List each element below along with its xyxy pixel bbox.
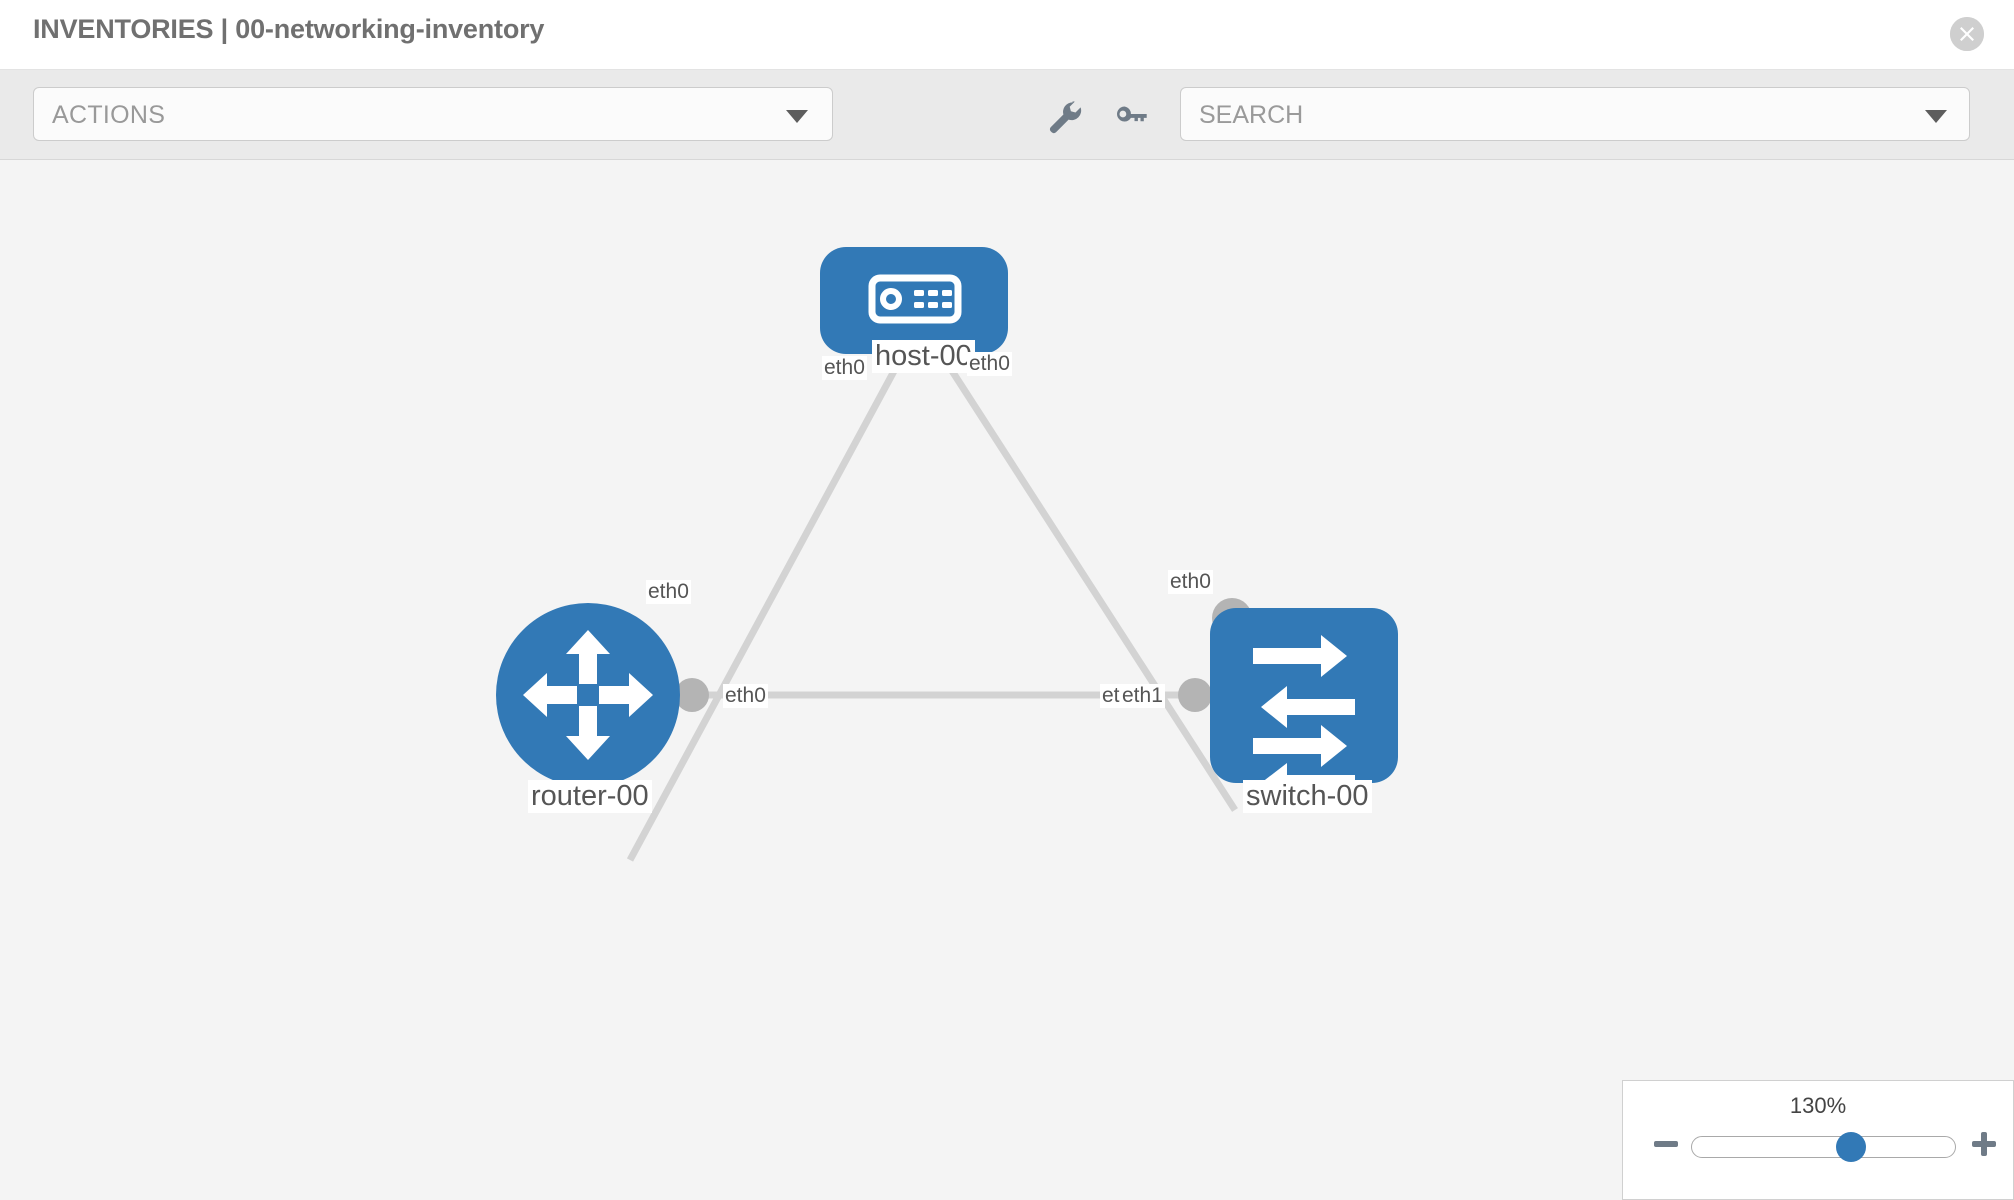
iface-label-router-right[interactable]: eth0 bbox=[723, 684, 768, 708]
key-icon[interactable] bbox=[1110, 96, 1150, 136]
iface-label-switch-up[interactable]: eth0 bbox=[1168, 570, 1213, 594]
node-host-00 bbox=[820, 247, 1008, 354]
iface-label-host-right[interactable]: eth0 bbox=[967, 352, 1012, 376]
wrench-icon[interactable] bbox=[1043, 96, 1083, 136]
chevron-down-icon[interactable] bbox=[1925, 110, 1947, 123]
iface-label-router-up[interactable]: eth0 bbox=[646, 580, 691, 604]
close-icon[interactable] bbox=[1950, 17, 1984, 51]
actions-select[interactable]: ACTIONS bbox=[33, 87, 833, 141]
connector-router-right bbox=[675, 678, 709, 712]
search-placeholder: SEARCH bbox=[1199, 101, 1304, 129]
topology-edges bbox=[626, 358, 1238, 862]
connector-switch-left bbox=[1178, 678, 1212, 712]
zoom-slider-thumb[interactable] bbox=[1836, 1132, 1867, 1162]
page-title: INVENTORIES | 00-networking-inventory bbox=[33, 14, 545, 44]
node-label-switch[interactable]: switch-00 bbox=[1243, 780, 1372, 813]
host-icon bbox=[868, 274, 962, 324]
link-host-router bbox=[626, 358, 904, 862]
topology-canvas[interactable]: host-00 router-00 switch-00 eth0 eth0 et… bbox=[0, 160, 2014, 1200]
iface-label-switch-left[interactable]: eth1 bbox=[1120, 684, 1165, 708]
search-input[interactable]: SEARCH bbox=[1180, 87, 1970, 141]
topology-connectors bbox=[675, 324, 1252, 712]
plus-icon[interactable] bbox=[1969, 1129, 1999, 1159]
chevron-down-icon bbox=[786, 110, 808, 123]
minus-icon[interactable] bbox=[1651, 1129, 1681, 1159]
link-host-switch bbox=[942, 358, 1238, 812]
node-router-00 bbox=[496, 603, 680, 787]
zoom-control-panel: 130% bbox=[1622, 1080, 2014, 1200]
toolbar: ACTIONS SEARCH bbox=[0, 70, 2014, 160]
node-switch-00 bbox=[1210, 608, 1398, 804]
topology-graph bbox=[496, 247, 1398, 862]
node-label-router[interactable]: router-00 bbox=[528, 780, 652, 813]
page-header: INVENTORIES | 00-networking-inventory bbox=[0, 0, 2014, 70]
zoom-slider[interactable] bbox=[1691, 1132, 1956, 1162]
node-label-host[interactable]: host-00 bbox=[872, 340, 975, 373]
actions-select-label: ACTIONS bbox=[52, 101, 166, 129]
router-icon bbox=[523, 630, 653, 760]
iface-label-host-left[interactable]: eth0 bbox=[822, 356, 867, 380]
zoom-level-value: 130% bbox=[1789, 1093, 1847, 1118]
